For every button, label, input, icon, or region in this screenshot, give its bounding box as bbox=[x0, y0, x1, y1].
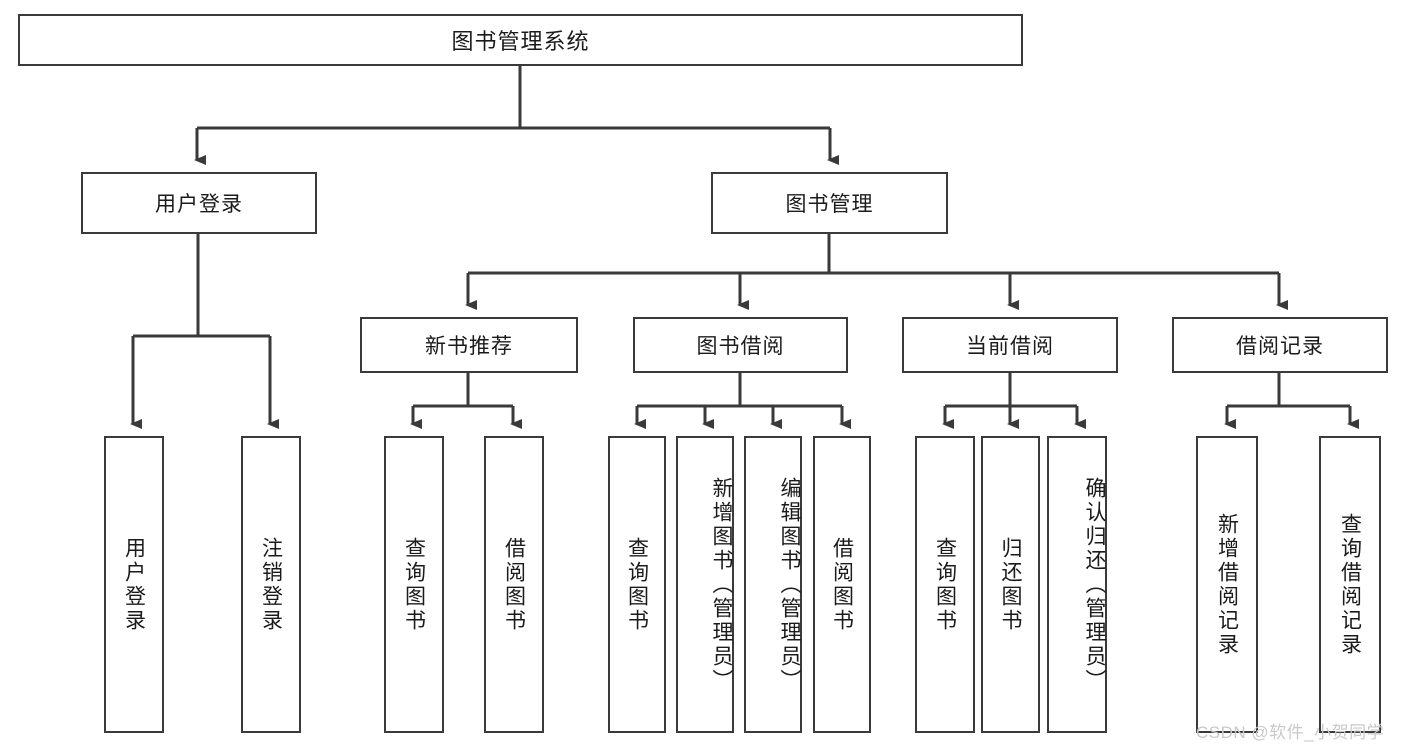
node-label: 用户登录 bbox=[122, 536, 146, 633]
node-current-borrow[interactable]: 当前借阅 bbox=[902, 317, 1118, 373]
node-label: 图书借阅 bbox=[696, 335, 785, 358]
node-label: 图书管理 bbox=[785, 193, 874, 216]
leaf-current-query-book[interactable]: 查询图书 bbox=[915, 436, 975, 733]
node-label: 查询图书 bbox=[625, 536, 649, 633]
node-label: 借阅图书 bbox=[830, 536, 854, 633]
leaf-borrow-borrow-book[interactable]: 借阅图书 bbox=[813, 436, 871, 733]
node-label: 新增图书（管理员） bbox=[710, 476, 733, 693]
node-book-management[interactable]: 图书管理 bbox=[711, 172, 948, 234]
leaf-user-login-logout[interactable]: 注销登录 bbox=[241, 436, 301, 733]
node-label: 查询图书 bbox=[402, 536, 426, 633]
node-label: 归还图书 bbox=[999, 536, 1022, 633]
watermark: CSDN @软件_小贺同学 bbox=[1196, 723, 1385, 742]
leaf-recommend-borrow-book[interactable]: 借阅图书 bbox=[484, 436, 544, 733]
node-label: 编辑图书（管理员） bbox=[778, 476, 801, 693]
node-label: 查询借阅记录 bbox=[1338, 512, 1362, 657]
leaf-borrow-add-book[interactable]: 新增图书（管理员） bbox=[676, 436, 734, 733]
node-user-login[interactable]: 用户登录 bbox=[81, 172, 317, 234]
node-label: 借阅记录 bbox=[1236, 335, 1324, 358]
node-label: 确认归还（管理员） bbox=[1083, 476, 1106, 693]
leaf-record-query-record[interactable]: 查询借阅记录 bbox=[1319, 436, 1381, 733]
node-borrow-record[interactable]: 借阅记录 bbox=[1172, 317, 1388, 373]
leaf-current-confirm-return[interactable]: 确认归还（管理员） bbox=[1047, 436, 1107, 733]
node-label: 用户登录 bbox=[155, 193, 243, 216]
leaf-current-return-book[interactable]: 归还图书 bbox=[981, 436, 1040, 733]
node-root-system[interactable]: 图书管理系统 bbox=[18, 14, 1023, 66]
node-label: 图书管理系统 bbox=[451, 29, 590, 54]
node-label: 注销登录 bbox=[259, 536, 283, 633]
leaf-user-login-login[interactable]: 用户登录 bbox=[104, 436, 164, 733]
leaf-borrow-edit-book[interactable]: 编辑图书（管理员） bbox=[744, 436, 802, 733]
node-label: 查询图书 bbox=[933, 536, 957, 633]
node-new-book-recommend[interactable]: 新书推荐 bbox=[360, 317, 578, 373]
node-label: 新书推荐 bbox=[425, 335, 513, 358]
leaf-record-add-record[interactable]: 新增借阅记录 bbox=[1196, 436, 1258, 733]
node-book-borrow[interactable]: 图书借阅 bbox=[633, 317, 848, 373]
node-label: 新增借阅记录 bbox=[1215, 512, 1239, 657]
leaf-recommend-query-book[interactable]: 查询图书 bbox=[384, 436, 444, 733]
leaf-borrow-query-book[interactable]: 查询图书 bbox=[608, 436, 666, 733]
node-label: 当前借阅 bbox=[966, 335, 1054, 358]
node-label: 借阅图书 bbox=[502, 536, 526, 633]
